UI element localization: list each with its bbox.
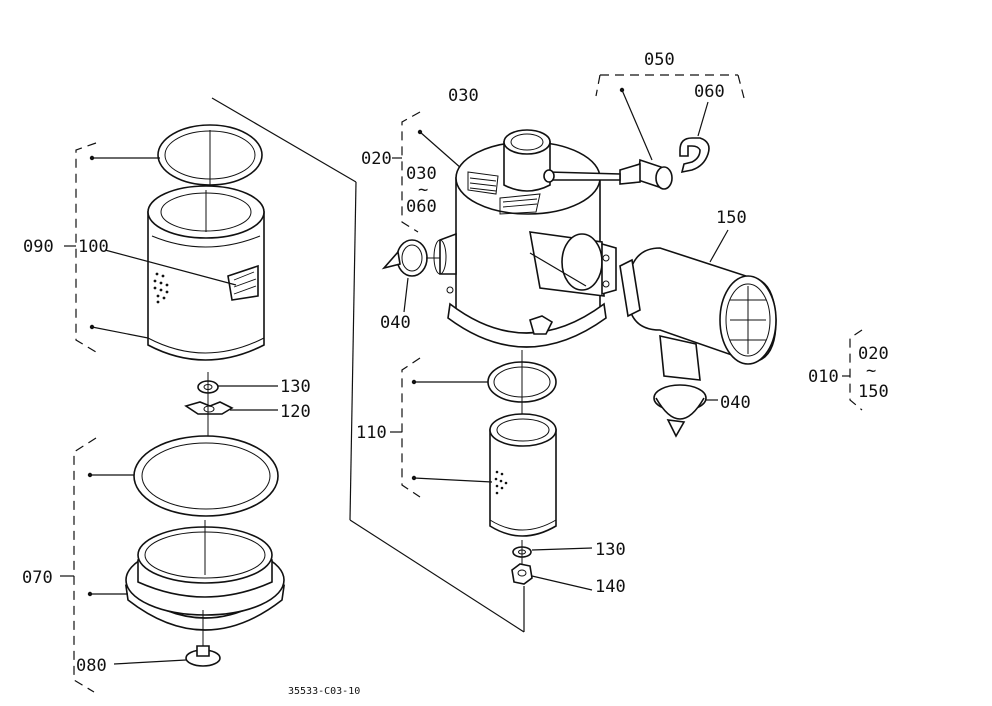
leader-element [91,326,149,339]
label-150-top: 150 [716,208,747,228]
label-030-range: 030 [406,164,437,184]
evacuator-valve-080 [185,645,221,667]
part-labels: 050 060 030 020 030 ~ 060 150 090 100 04… [22,50,889,697]
bracket-090 [64,142,97,353]
housing-hatch-left [467,171,499,195]
label-130-left: 130 [280,377,311,397]
label-020-bracket: 020 [361,149,392,169]
outer-filter-element [147,185,265,361]
label-060-top: 060 [694,82,725,102]
label-100: 100 [78,237,109,257]
bracket-070 [60,437,97,693]
label-140: 140 [595,577,626,597]
label-130-right: 130 [595,540,626,560]
evacuator-valve-040-left [381,239,428,277]
bracket-020 [392,111,421,233]
leader-150-hidden [529,252,587,287]
wing-nut-120 [184,401,234,415]
label-110: 110 [356,423,387,443]
label-090: 090 [23,237,54,257]
label-040-right: 040 [720,393,751,413]
range-mark-020-150: ~ [866,361,876,381]
label-150-range: 150 [858,382,889,402]
drawing-code: 35533-C03-10 [288,686,360,697]
pre-cleaner-150 [619,247,777,381]
label-080: 080 [76,656,107,676]
label-040-left: 040 [380,313,411,333]
label-030-top: 030 [448,86,479,106]
label-120: 120 [280,402,311,422]
label-010: 010 [808,367,839,387]
hose-clip-060 [679,137,710,174]
bracket-010 [842,329,863,411]
restriction-indicator-050 [543,158,673,190]
perforation-dots [153,272,169,304]
nut-140 [511,563,533,585]
air-cleaner-housing [433,129,617,348]
inner-filter-element [489,413,557,537]
label-020-range: 020 [858,344,889,364]
bracket-050 [595,74,745,99]
housing-hatch-right [499,193,541,215]
label-070: 070 [22,568,53,588]
bowl-seal-ring [133,435,279,517]
dust-cup-bowl [124,526,286,631]
leader-100 [104,249,237,286]
range-mark-030-060: ~ [418,180,428,200]
leader-dot [89,155,95,161]
assembly-connector-lines [211,97,525,633]
label-060-range: 060 [406,197,437,217]
label-050: 050 [644,50,675,70]
evacuator-valve-040-right [653,384,707,438]
bracket-110 [390,357,421,498]
